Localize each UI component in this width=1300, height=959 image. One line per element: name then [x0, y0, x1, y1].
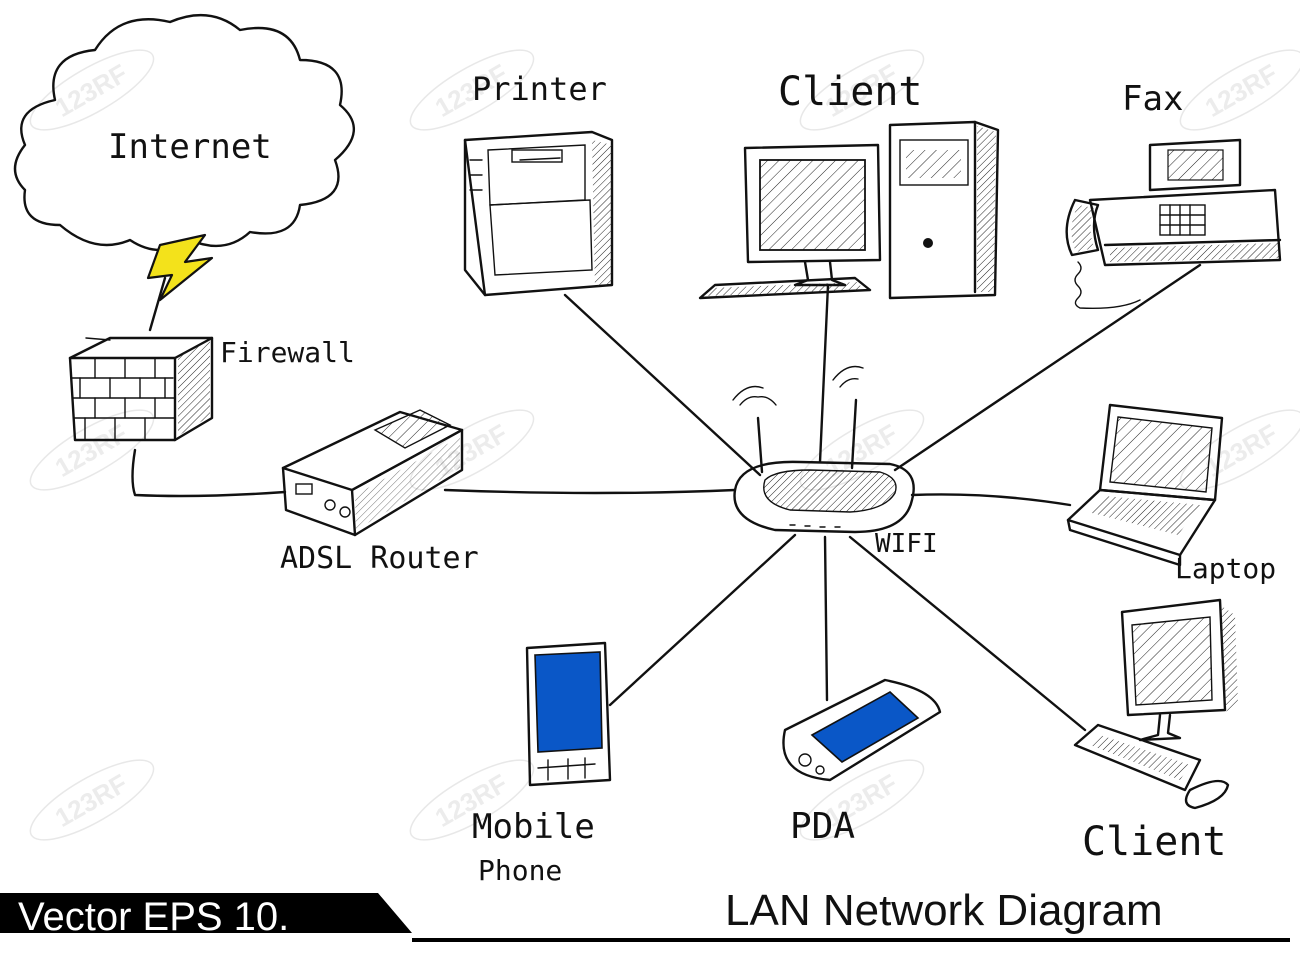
- printer-label: Printer: [472, 70, 607, 108]
- pda-icon: [782, 678, 942, 782]
- svg-text:123RF: 123RF: [50, 418, 133, 483]
- link-fax-wifi: [893, 263, 1202, 472]
- client-bottom-label: Client: [1082, 819, 1227, 865]
- mobile-phone-label-line2: Phone: [478, 854, 562, 887]
- adsl-router-icon: [281, 409, 464, 537]
- wifi-label: WIFI: [875, 529, 938, 559]
- link-pda-wifi: [823, 535, 829, 702]
- fax-icon: Fax: [1065, 79, 1282, 310]
- mobile-phone-icon: [525, 641, 612, 787]
- connection-lines: [131, 263, 1202, 732]
- client-top-label: Client: [778, 69, 923, 115]
- internet-label: Internet: [108, 127, 272, 167]
- cloud-icon: [13, 13, 356, 252]
- link-client2-wifi: [848, 535, 1087, 732]
- link-firewall-router: [131, 448, 287, 498]
- diagram-title: LAN Network Diagram: [725, 886, 1163, 935]
- firewall-icon: [68, 336, 214, 442]
- laptop-label: Laptop: [1175, 552, 1276, 585]
- mobile-phone-label-line1: Mobile: [472, 807, 595, 847]
- firewall-label: Firewall: [220, 336, 355, 369]
- lightning-icon: [146, 233, 214, 332]
- printer-icon: Printer: [463, 70, 614, 297]
- link-printer-wifi: [563, 293, 762, 477]
- link-laptop-wifi: [910, 493, 1072, 507]
- link-router-wifi: [443, 488, 737, 495]
- footer-badge: Vector EPS 10.: [0, 893, 1290, 942]
- desktop-computer-icon: Client: [698, 69, 1000, 300]
- footer-badge-text: Vector EPS 10.: [18, 895, 289, 939]
- link-client-wifi: [818, 283, 830, 464]
- svg-text:123RF: 123RF: [50, 58, 133, 123]
- link-mobile-wifi: [608, 533, 797, 707]
- svg-text:123RF: 123RF: [50, 768, 133, 833]
- fax-label: Fax: [1122, 79, 1183, 119]
- wifi-router-icon: [732, 365, 915, 534]
- laptop-icon: [1066, 403, 1224, 567]
- adsl-router-label: ADSL Router: [280, 541, 479, 576]
- svg-text:123RF: 123RF: [1200, 58, 1283, 123]
- pda-label: PDA: [790, 806, 855, 847]
- desktop-computer-icon: [1073, 598, 1238, 810]
